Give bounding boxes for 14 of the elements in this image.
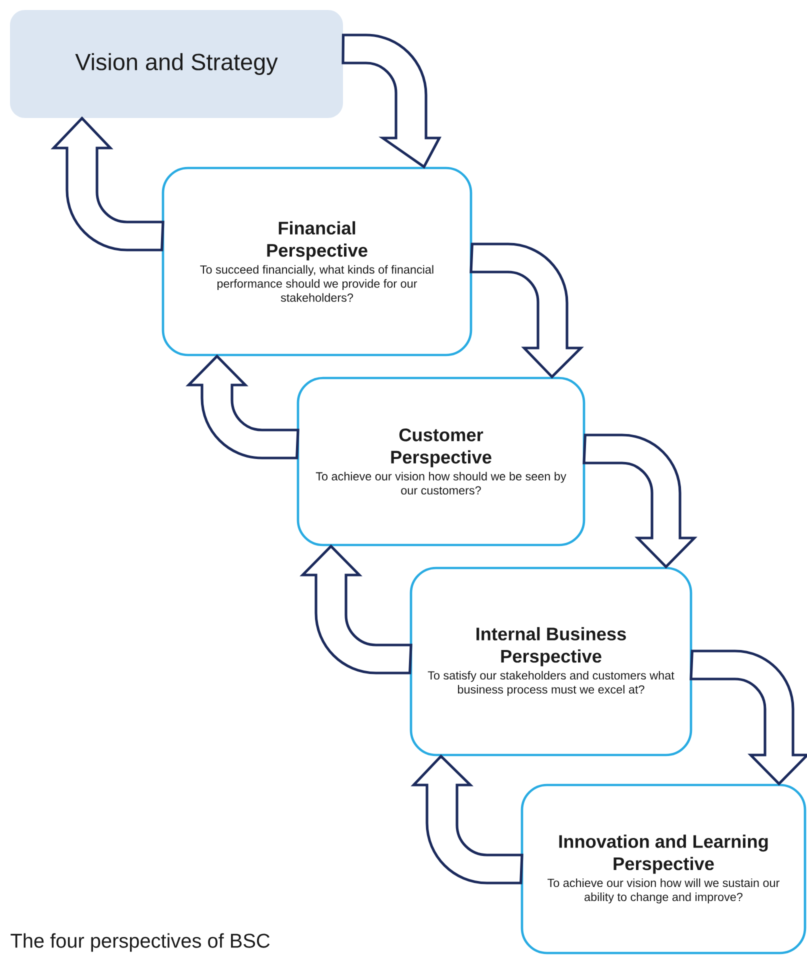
title-box: Vision and Strategy xyxy=(10,10,343,118)
block-arrow xyxy=(52,116,164,252)
perspective-box: Innovation and Learning Perspective To achieve our vision how will we sustain our ability to change and improve? xyxy=(520,784,806,954)
block-arrow xyxy=(187,354,300,460)
block-arrow xyxy=(301,544,412,674)
perspective-box: Internal Business Perspective To satisfy our stakeholders and customers what business process must we excel at? xyxy=(410,566,692,756)
caption: The four perspectives of BSC xyxy=(10,933,270,952)
block-arrow xyxy=(470,242,582,378)
perspective-box: Financial Perspective To succeed financially, what kinds of financial performance should we provide for our stakeholders? xyxy=(162,166,472,356)
perspective-box: Customer Perspective To achieve our vision how should we be seen by our customers? xyxy=(296,376,586,546)
block-arrow xyxy=(412,754,524,884)
block-arrow xyxy=(582,434,696,568)
block-arrow xyxy=(342,34,441,168)
block-arrow xyxy=(690,650,807,786)
